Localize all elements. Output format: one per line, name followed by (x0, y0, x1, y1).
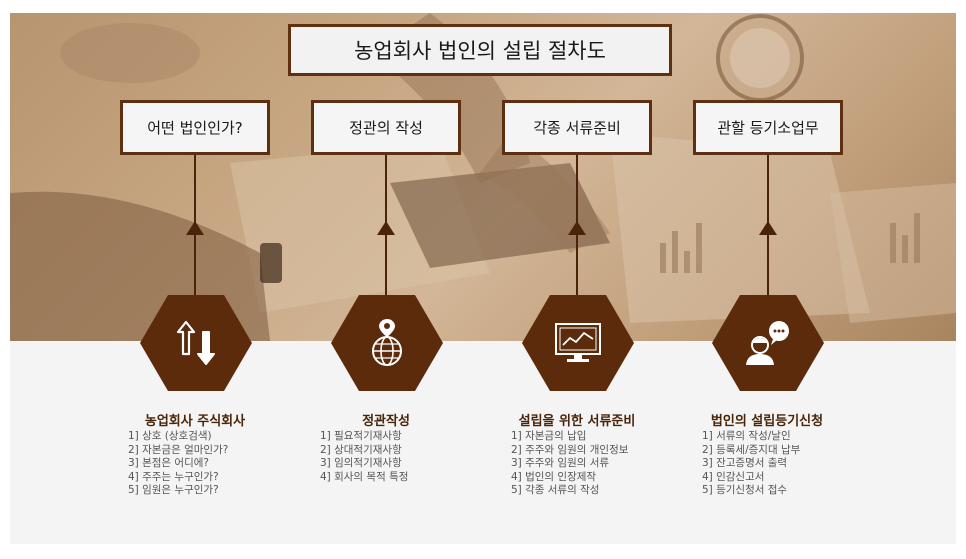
list-item: 4] 법인의 인장제작 (511, 470, 597, 483)
list-item: 1] 서류의 작성/날인 (702, 430, 791, 442)
section-title-2: 정관작성 (362, 414, 410, 429)
hexagon-1 (140, 295, 252, 391)
hexagon-3 (522, 295, 634, 391)
list-item: 3] 잔고증명서 출력 (702, 457, 788, 469)
step-box-4: 관할 등기소업무 (693, 100, 843, 155)
swap-arrows-icon (176, 320, 215, 365)
item-list-4: 1] 서류의 작성/날인 2] 등록세/증지대 납부 3] 잔고증명서 출력 4… (702, 430, 800, 498)
list-item: 2] 자본금은 얼마인가? (128, 443, 229, 456)
item-list-3: 1] 자본금의 납입 2] 주주와 임원의 개인정보 3] 주주와 임원의 서류… (511, 430, 628, 498)
list-item: 5] 각종 서류의 작성 (511, 484, 600, 496)
step-box-2: 정관의 작성 (311, 100, 461, 155)
list-item: 5] 등기신청서 접수 (702, 484, 788, 496)
item-list-1: 1] 상호 (상호검색) 2] 자본금은 얼마인가? 3] 본점은 어디에? 4… (128, 430, 228, 498)
arrowhead-3 (568, 221, 586, 235)
hexagon-4 (712, 295, 824, 391)
list-item: 3] 주주와 임원의 서류 (511, 457, 610, 469)
list-item: 3] 임의적기재사항 (320, 457, 402, 469)
list-item: 1] 상호 (상호검색) (128, 430, 212, 442)
section-title-4: 법인의 설립등기신청 (710, 414, 824, 429)
list-item: 4] 인감신고서 (702, 470, 765, 483)
arrowhead-2 (377, 221, 395, 235)
list-item: 4] 주주는 누구인가? (128, 470, 219, 483)
list-item: 5] 임원은 누구인가? (128, 484, 219, 496)
list-item: 2] 등록세/증지대 납부 (702, 443, 801, 456)
monitor-chart-icon (555, 323, 601, 362)
list-item: 2] 주주와 임원의 개인정보 (511, 443, 629, 456)
section-title-3: 설립을 위한 서류준비 (518, 414, 636, 429)
person-chat-icon (746, 321, 789, 365)
list-item: 4] 회사의 목적 특정 (320, 470, 409, 483)
item-list-2: 1] 필요적기재사항 2] 상대적기재사항 3] 임의적기재사항 4] 회사의 … (320, 430, 408, 484)
arrowhead-1 (186, 221, 204, 235)
globe-pin-icon (372, 319, 402, 366)
list-item: 1] 필요적기재사항 (320, 430, 402, 442)
diagram-title: 농업회사 법인의 설립 절차도 (288, 24, 672, 76)
arrowhead-4 (759, 221, 777, 235)
list-item: 2] 상대적기재사항 (320, 443, 402, 456)
step-box-1: 어떤 법인인가? (120, 100, 270, 155)
step-box-3: 각종 서류준비 (502, 100, 652, 155)
list-item: 3] 본점은 어디에? (128, 457, 209, 469)
section-title-1: 농업회사 주식회사 (144, 414, 246, 429)
list-item: 1] 자본금의 납입 (511, 430, 587, 442)
